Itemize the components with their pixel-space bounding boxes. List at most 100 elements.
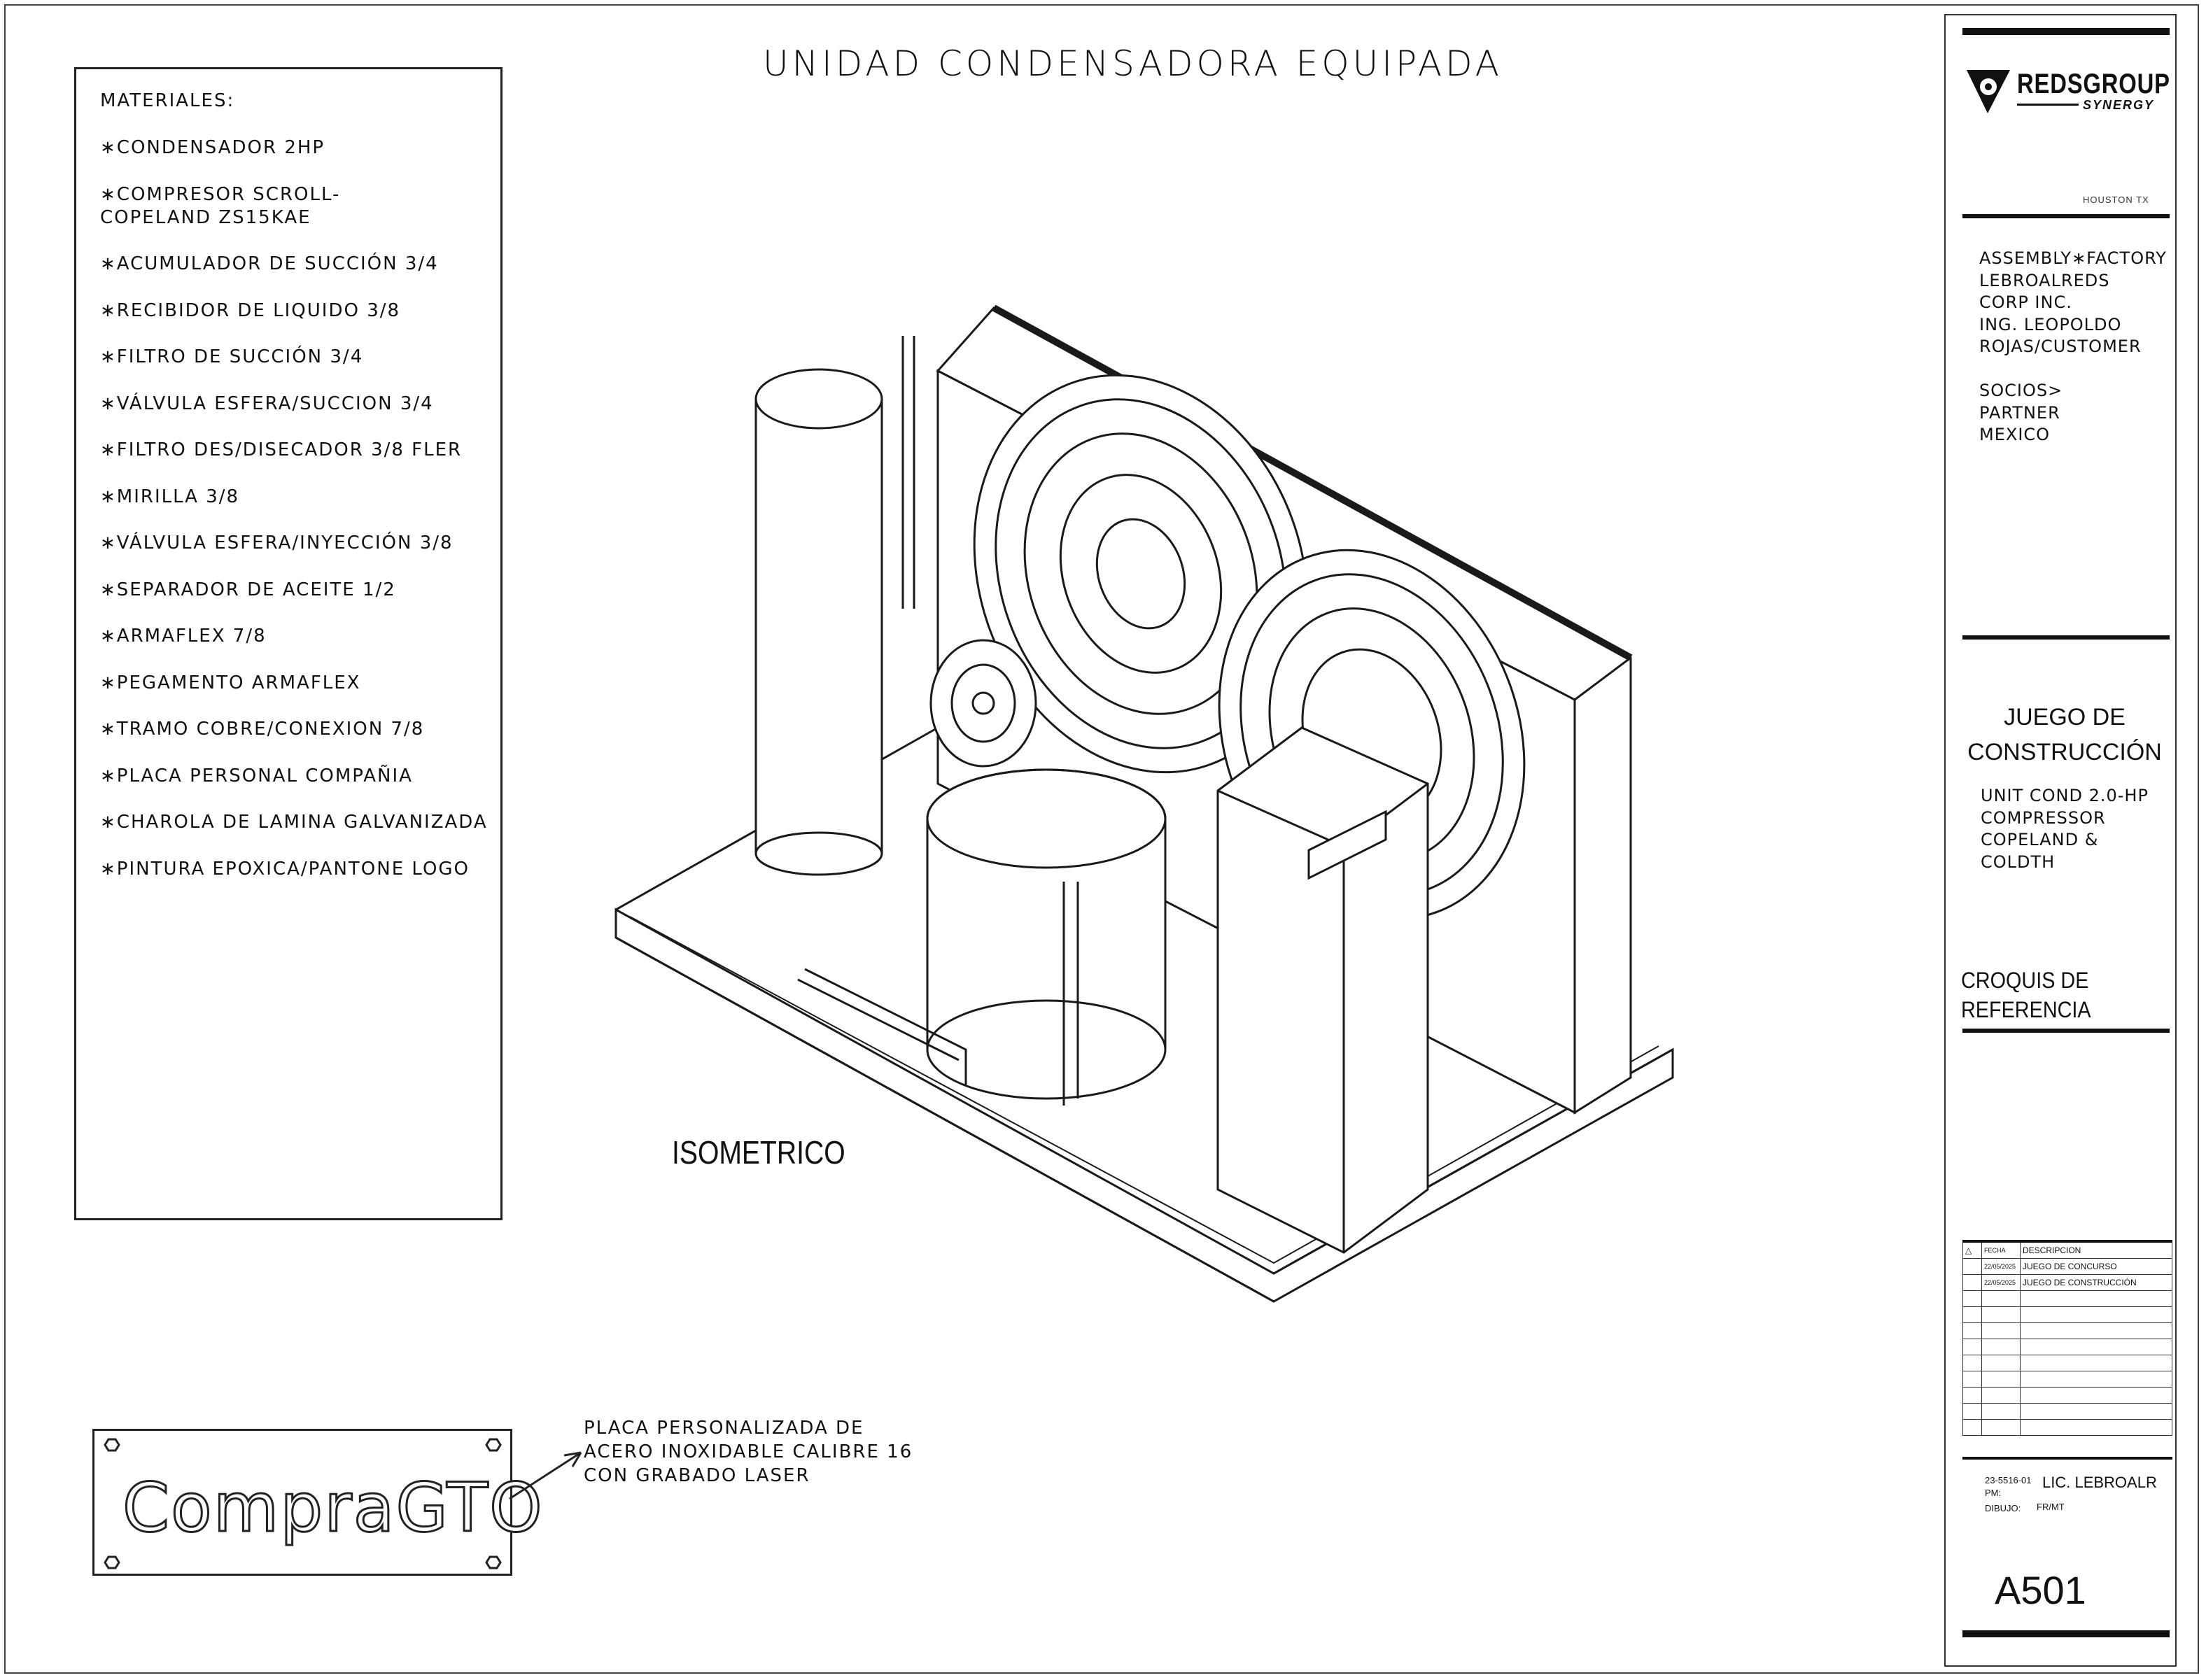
revision-cell xyxy=(1981,1290,2021,1307)
material-item: ∗ARMAFLEX 7/8 xyxy=(100,626,267,647)
revision-row xyxy=(1962,1419,2172,1436)
electrical-box xyxy=(1216,726,1429,1254)
revision-cell xyxy=(2020,1339,2172,1355)
revision-row xyxy=(1962,1387,2172,1404)
material-item: ∗PLACA PERSONAL COMPAÑIA xyxy=(100,765,413,786)
title-block xyxy=(1944,14,2177,1667)
revision-cell xyxy=(1981,1419,2021,1436)
revision-row xyxy=(1962,1339,2172,1355)
drawn-value: FR/MT xyxy=(2037,1502,2065,1512)
sheet-border xyxy=(4,4,2199,1674)
materials-list: ∗CONDENSADOR 2HP ∗COMPRESOR SCROLL- COPEL… xyxy=(100,136,492,904)
company-info-line: MEXICO xyxy=(1979,425,2051,444)
company-info-line: ROJAS/CUSTOMER xyxy=(1979,337,2142,356)
revision-cell xyxy=(1962,1403,1982,1420)
material-item: ∗PEGAMENTO ARMAFLEX xyxy=(100,672,361,693)
material-item: ∗TRAMO COBRE/CONEXION 7/8 xyxy=(100,719,425,740)
company-info-line: PARTNER xyxy=(1979,402,2060,423)
material-item: ∗CHAROLA DE LAMINA GALVANIZADA xyxy=(100,812,488,833)
revision-row xyxy=(1962,1306,2172,1323)
company-info-line: CORP INC. xyxy=(1979,292,2072,312)
revision-cell xyxy=(2020,1419,2172,1436)
pm-divider xyxy=(1962,1457,2172,1460)
project-subtitle-line: COPELAND & xyxy=(1981,830,2099,849)
revision-cell xyxy=(1962,1339,1982,1355)
revision-cell xyxy=(1981,1387,2021,1404)
brand-emblem-icon xyxy=(1967,70,2010,113)
company-info-line: ING. LEOPOLDO xyxy=(1979,314,2122,334)
revision-cell xyxy=(1981,1371,2021,1388)
project-title-line: CONSTRUCCIÓN xyxy=(1967,739,2162,765)
revision-row xyxy=(1962,1371,2172,1388)
brand-sub: SYNERGY xyxy=(2083,98,2155,112)
materials-heading: MATERIALES: xyxy=(100,90,235,111)
company-info-line: ASSEMBLY∗FACTORY xyxy=(1979,248,2167,268)
material-item: ∗RECIBIDOR DE LIQUIDO 3/8 xyxy=(100,299,401,321)
sheet-type-line: REFERENCIA xyxy=(1961,997,2091,1022)
material-item: ∗VÁLVULA ESFERA/INYECCIÓN 3/8 xyxy=(100,532,454,553)
revision-cell xyxy=(1962,1355,1982,1371)
brand-city: HOUSTON TX xyxy=(2083,195,2149,205)
revision-cell xyxy=(1981,1339,2021,1355)
plate-note-line: ACERO INOXIDABLE CALIBRE 16 xyxy=(584,1441,913,1462)
revision-cell xyxy=(1981,1306,2021,1323)
revision-cell xyxy=(2020,1387,2172,1404)
drawn-label: DIBUJO: xyxy=(1985,1503,2021,1513)
revision-cell: 22/05/2025 xyxy=(1981,1258,2021,1275)
revision-cell xyxy=(1962,1290,1982,1307)
revision-cell xyxy=(1962,1258,1982,1275)
revision-cell xyxy=(2020,1322,2172,1339)
material-item: ∗MIRILLA 3/8 xyxy=(100,486,240,507)
project-title-line: JUEGO DE xyxy=(2004,704,2126,730)
revision-header-cell: DESCRIPCION xyxy=(2020,1240,2172,1259)
material-item: ∗COMPRESOR SCROLL- COPELAND ZS15KAE xyxy=(100,183,341,228)
revision-cell: JUEGO DE CONSTRUCCIÓN xyxy=(2020,1274,2172,1291)
receiver-tank xyxy=(754,368,883,876)
materials-box: MATERIALES: ∗CONDENSADOR 2HP ∗COMPRESOR S… xyxy=(74,67,503,1220)
project-subtitle-line: COLDTH xyxy=(1981,852,2056,872)
fan-motor xyxy=(929,639,1037,768)
nameplate: CompraGTO xyxy=(92,1429,543,1576)
plate-bolts xyxy=(104,1438,502,1569)
revision-cell xyxy=(1962,1419,1982,1436)
revision-cell xyxy=(2020,1290,2172,1307)
material-item: ∗PINTURA EPOXICA/PANTONE LOGO xyxy=(100,858,470,880)
material-item: ∗ACUMULADOR DE SUCCIÓN 3/4 xyxy=(100,253,439,274)
revision-cell xyxy=(1981,1322,2021,1339)
project-title: JUEGO DE CONSTRUCCIÓN xyxy=(1953,700,2177,770)
revision-cell xyxy=(2020,1355,2172,1371)
revision-header-cell: △ xyxy=(1962,1240,1982,1259)
title-block-top-bar xyxy=(1962,28,2170,35)
revision-cell: JUEGO DE CONCURSO xyxy=(2020,1258,2172,1275)
material-item: ∗CONDENSADOR 2HP xyxy=(100,137,325,158)
revision-cell xyxy=(1962,1371,1982,1388)
brand-logo: REDSGROUP SYNERGY xyxy=(1960,64,2170,120)
revision-cell xyxy=(1981,1355,2021,1371)
project-subtitle-line: UNIT COND 2.0-HP xyxy=(1981,786,2149,805)
brand-name: REDSGROUP xyxy=(2017,69,2170,99)
revision-row xyxy=(1962,1403,2172,1420)
plate-leader-arrow xyxy=(509,1451,582,1500)
plate-note-line: CON GRABADO LASER xyxy=(584,1465,810,1486)
material-item: ∗FILTRO DE SUCCIÓN 3/4 xyxy=(100,346,364,367)
title-block-divider-3 xyxy=(1962,1029,2170,1033)
project-number: 23-5516-01 xyxy=(1985,1475,2032,1485)
material-item: ∗SEPARADOR DE ACEITE 1/2 xyxy=(100,579,396,600)
isometric-drawing xyxy=(614,304,1674,1303)
revision-row xyxy=(1962,1322,2172,1339)
revision-cell: 22/05/2025 xyxy=(1981,1274,2021,1291)
sheet-number: A501 xyxy=(1995,1568,2086,1612)
revision-cell xyxy=(2020,1306,2172,1323)
revision-cell xyxy=(1962,1387,1982,1404)
pm-name: LIC. LEBROALR xyxy=(2042,1474,2157,1491)
compressor xyxy=(926,768,1167,1100)
revision-row xyxy=(1962,1355,2172,1371)
revision-row xyxy=(1962,1290,2172,1307)
sheet-type-line: CROQUIS DE xyxy=(1961,968,2089,993)
material-item: ∗FILTRO DES/DISECADOR 3/8 FLER xyxy=(100,439,463,460)
